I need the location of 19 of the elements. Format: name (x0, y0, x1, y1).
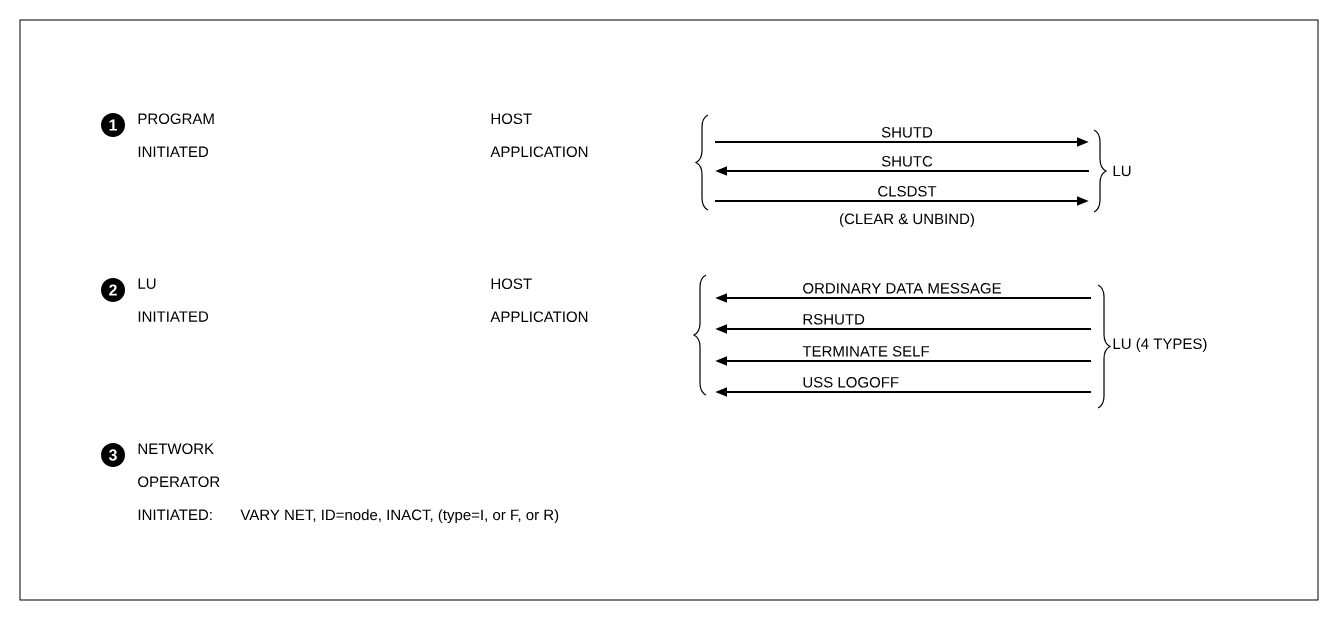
edge-label: RSHUTD (803, 314, 865, 325)
text-label: PROGRAM INITIATED (138, 113, 214, 157)
text-label: HOST APPLICATION (490, 278, 588, 323)
edge-label: TERMINATE SELF (802, 346, 930, 357)
text-label: LU (4 TYPES) (1113, 338, 1207, 352)
edge-label: SHUTC (881, 156, 933, 167)
edge-label: ORDINARY DATA MESSAGE (803, 283, 1001, 294)
text-label: (CLEAR & UNBIND) (840, 213, 974, 228)
text-label: VARY NET, ID=node, INACT, (type=I, or F, or R) (240, 509, 559, 524)
edge-label: CLSDST (878, 186, 937, 197)
callout-number: 3 (101, 443, 125, 467)
text-label: HOST APPLICATION (490, 113, 588, 158)
edge-label: SHUTD (881, 127, 933, 138)
callout-number: 2 (101, 278, 125, 302)
text-label: NETWORK OPERATOR INITIATED: (138, 443, 220, 520)
text-label: LU INITIATED (138, 278, 209, 322)
edge-label: USS LOGOFF (803, 377, 899, 388)
text-label: LU (1113, 165, 1131, 177)
callout-number: 1 (101, 113, 125, 137)
